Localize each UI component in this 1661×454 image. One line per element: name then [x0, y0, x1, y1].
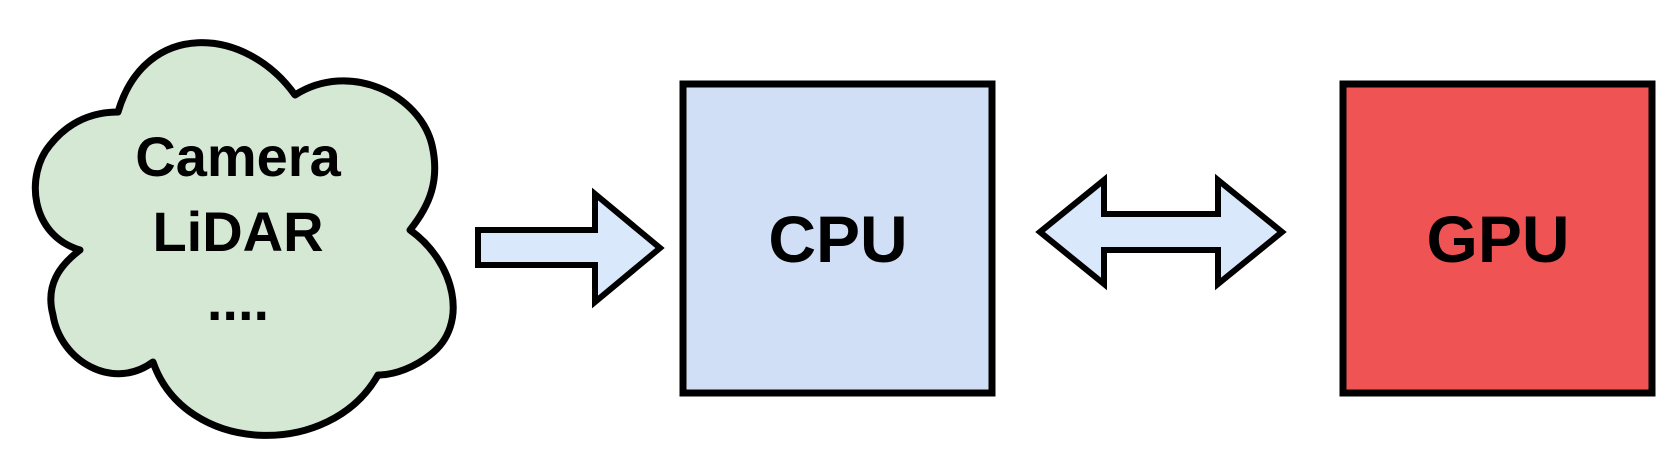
cpu-label: CPU [768, 202, 907, 276]
cpu-box [679, 80, 996, 397]
source-more-label: .... [207, 269, 269, 332]
source-lidar-label: LiDAR [152, 200, 323, 263]
sensor-sources-cloud: Camera LiDAR .... [31, 39, 457, 439]
gpu-block: GPU [1339, 80, 1656, 397]
gpu-box [1339, 80, 1656, 397]
cpu-gpu-bidirectional-arrow [1035, 173, 1287, 291]
cpu-block: CPU [679, 80, 996, 397]
source-camera-label: Camera [135, 125, 341, 188]
sources-to-cpu-arrow [475, 187, 665, 309]
cloud-shape [31, 39, 457, 439]
gpu-label: GPU [1426, 202, 1569, 276]
